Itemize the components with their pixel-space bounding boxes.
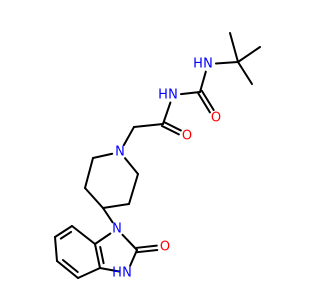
atom-symbol: O <box>211 111 221 126</box>
double-bond-line <box>135 244 158 249</box>
atom-symbol: O <box>182 129 192 144</box>
single-bond <box>94 232 112 245</box>
atom-o-urea: O <box>211 111 221 126</box>
double-bond-line <box>54 225 73 238</box>
single-bond <box>237 61 253 85</box>
double-bond-line <box>56 260 79 279</box>
single-bond <box>77 267 101 279</box>
atom-o-bz: O <box>160 240 170 255</box>
bonds-layer <box>54 32 261 279</box>
double-bond-line <box>94 243 101 269</box>
single-bond <box>54 236 58 262</box>
double-bond-line <box>162 121 182 132</box>
atom-n-bz3: NH <box>112 266 132 281</box>
atom-symbol: N <box>115 145 125 160</box>
double-bond-line <box>61 259 79 273</box>
single-bond <box>128 173 139 205</box>
single-bond <box>214 61 239 65</box>
single-bond <box>133 123 164 128</box>
atom-n-urea1: NH <box>193 57 213 72</box>
single-bond <box>121 233 138 251</box>
double-bond-line <box>197 92 211 114</box>
atom-symbol: N <box>168 88 178 103</box>
single-bond <box>84 157 94 189</box>
double-bond-line <box>200 89 215 112</box>
atom-symbol: N <box>122 266 132 281</box>
single-bond <box>84 187 104 209</box>
atom-o-amide: O <box>182 129 192 144</box>
atom-symbol: N <box>203 57 213 72</box>
single-bond <box>179 91 201 96</box>
single-bond <box>92 152 114 159</box>
atom-n-pip: N <box>115 145 125 160</box>
single-bond <box>71 225 96 245</box>
atom-n-bz1: N <box>112 222 122 237</box>
single-bond <box>229 32 239 63</box>
double-bond-line <box>136 249 159 254</box>
atom-n-urea2: NH <box>158 88 178 103</box>
double-bond-line <box>161 124 180 136</box>
single-bond <box>199 70 207 93</box>
single-bond <box>237 46 261 63</box>
single-bond <box>102 207 114 224</box>
single-bond <box>162 101 172 125</box>
double-bond-line <box>99 246 105 265</box>
hydrogen-label: H <box>193 57 203 72</box>
single-bond <box>102 203 130 209</box>
single-bond <box>124 157 139 175</box>
hydrogen-label: H <box>158 88 168 103</box>
hydrogen-label: H <box>112 266 122 281</box>
single-bond <box>129 249 138 267</box>
atom-symbol: O <box>160 240 170 255</box>
atom-symbol: N <box>112 222 122 237</box>
single-bond <box>99 267 121 273</box>
single-bond <box>122 126 135 147</box>
double-bond-line <box>59 230 73 240</box>
